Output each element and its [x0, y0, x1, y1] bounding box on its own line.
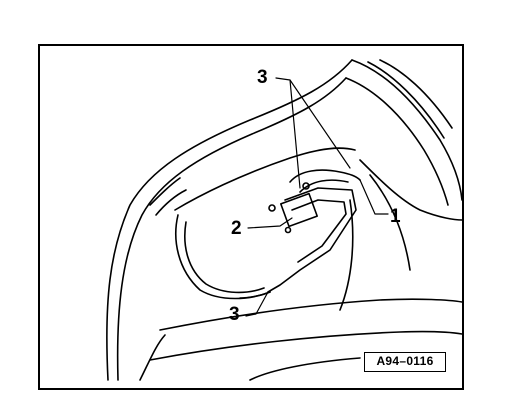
- floor-line-2: [149, 330, 463, 361]
- leader-3-bottom: [245, 291, 269, 317]
- light-housing: [149, 177, 181, 206]
- lid-edge-inner: [345, 77, 449, 206]
- callout-1: 1: [390, 206, 401, 227]
- floor-line: [159, 298, 463, 331]
- light-housing-2: [155, 189, 187, 216]
- leader-1: [359, 179, 389, 215]
- floor-panel: [249, 357, 361, 381]
- callout-3-top: 3: [257, 67, 268, 88]
- fastener: [268, 204, 276, 212]
- fastener-2: [302, 182, 310, 190]
- fastener-3: [284, 226, 292, 234]
- body-contour: [106, 59, 353, 381]
- trunk-liner-edge-2: [184, 221, 265, 294]
- bracket: [267, 187, 357, 293]
- seat-edge: [139, 334, 166, 381]
- figure-code-label: A94–0116: [364, 352, 446, 372]
- callout-2: 2: [231, 218, 242, 239]
- lid-edge: [351, 59, 463, 201]
- right-trim-2: [369, 174, 411, 271]
- window-line-2: [379, 59, 453, 129]
- leader-2: [247, 217, 293, 229]
- callout-3-bottom: 3: [229, 304, 240, 325]
- leader-3-top-a: [275, 77, 301, 189]
- right-trim-3: [339, 199, 354, 311]
- release-cable-2: [299, 179, 349, 193]
- bracket-inner: [291, 199, 347, 263]
- lock-unit: [280, 192, 318, 228]
- body-contour-inner: [116, 77, 347, 381]
- right-trim: [359, 159, 463, 221]
- window-line: [367, 61, 445, 139]
- leader-3-top-b: [289, 79, 351, 169]
- release-cable: [289, 169, 361, 183]
